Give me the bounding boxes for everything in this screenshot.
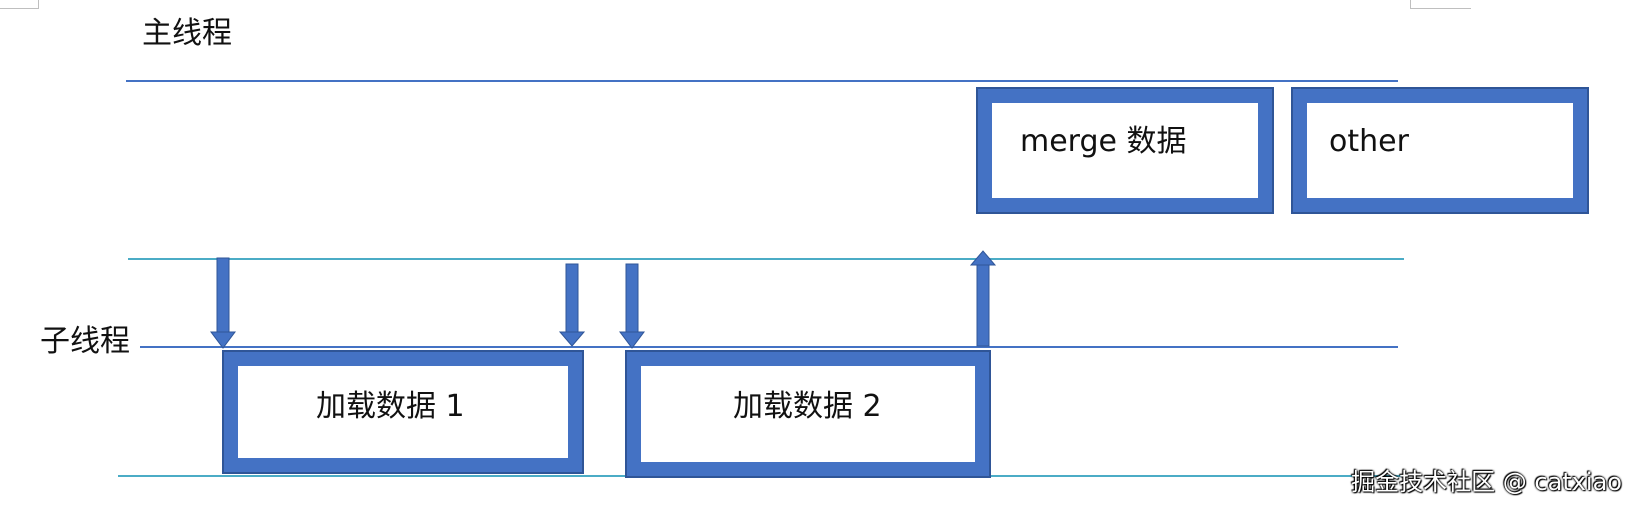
down-arrow-icon	[619, 263, 645, 349]
up-arrow-icon	[969, 250, 997, 347]
load-data-1-box: 加载数据 1	[222, 350, 584, 474]
merge-data-box-label: merge 数据	[1020, 124, 1187, 159]
down-arrow-icon	[210, 257, 236, 349]
other-box-label: other	[1329, 124, 1409, 159]
load-data-2-box-label: 加载数据 2	[733, 389, 882, 424]
merge-data-box: merge 数据	[976, 87, 1274, 214]
sub-thread-label: 子线程	[40, 324, 130, 359]
load-data-2-box: 加载数据 2	[625, 350, 991, 478]
down-arrow-icon	[558, 263, 586, 347]
main-thread-label: 主线程	[142, 16, 232, 51]
corner-mark-top-left	[0, 0, 39, 9]
watermark-text: 掘金技术社区 @ catxiao	[1351, 468, 1622, 496]
load-data-1-box-label: 加载数据 1	[316, 389, 465, 424]
corner-mark-top-right	[1410, 0, 1471, 9]
other-box: other	[1291, 87, 1589, 214]
